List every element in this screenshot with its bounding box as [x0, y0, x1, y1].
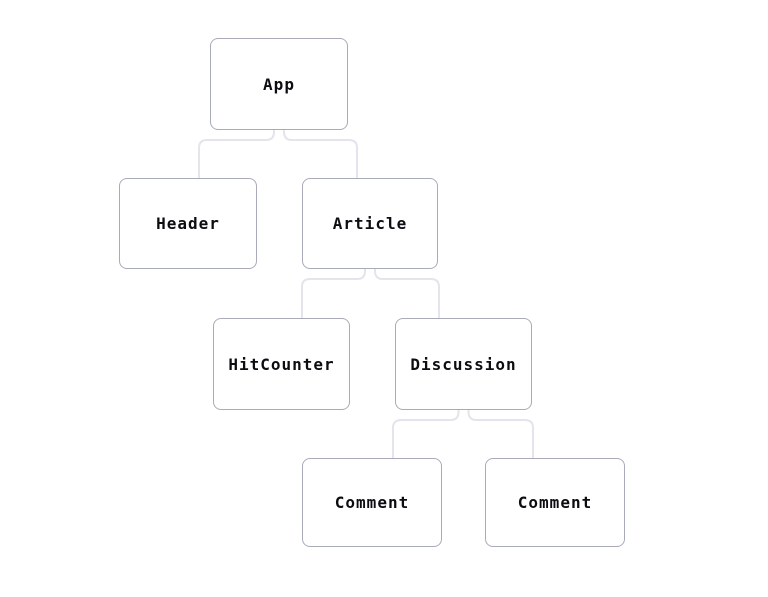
tree-node-label: Comment [517, 493, 593, 512]
tree-node-discussion: Discussion [395, 318, 532, 410]
tree-edge-app-article [283, 130, 358, 178]
tree-node-comment-2: Comment [485, 458, 625, 547]
tree-edge-discussion-comment-2 [467, 410, 534, 458]
tree-edge-article-discussion [374, 269, 440, 318]
tree-node-label: HitCounter [228, 354, 335, 374]
tree-node-comment-1: Comment [302, 458, 442, 547]
tree-node-label: Comment [334, 493, 410, 512]
tree-node-article: Article [302, 178, 438, 269]
tree-node-hitcounter: HitCounter [213, 318, 350, 410]
tree-node-app: App [210, 38, 348, 130]
tree-node-label: Discussion [410, 354, 517, 374]
tree-edge-discussion-comment-1 [392, 410, 460, 458]
tree-node-header: Header [119, 178, 257, 269]
tree-node-label: Article [332, 214, 408, 233]
tree-edge-article-hitcounter [301, 269, 366, 318]
tree-node-label: App [263, 74, 295, 94]
tree-node-label: Header [156, 214, 220, 233]
tree-edge-app-header [198, 130, 275, 178]
